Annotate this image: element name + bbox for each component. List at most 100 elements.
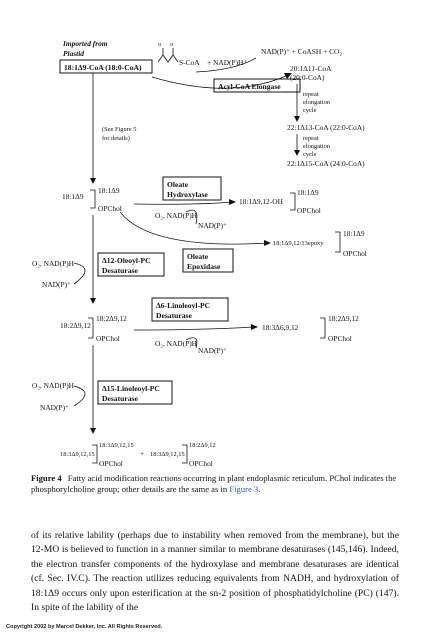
- connector-line: [182, 444, 188, 464]
- d15-box: [97, 380, 173, 405]
- diagram-label: Δ6-Linoleoyl-PC: [156, 301, 210, 310]
- d12-box: [97, 252, 165, 277]
- pathway-diagram: Imported from Plastid 18:1Δ9-CoA (18:0-C…: [32, 39, 367, 468]
- arrow-head: [251, 324, 258, 330]
- epoxy-a: 18:1Δ9,12/13epoxy: [273, 240, 324, 247]
- connector-line: [195, 57, 257, 73]
- figure-3-link[interactable]: Figure 3: [229, 484, 259, 494]
- elong-20: 20:1Δ11-CoA: [290, 64, 332, 73]
- see-figure-2: for details): [102, 135, 130, 142]
- ala-b: 18:3Δ9,12,15: [99, 442, 134, 449]
- arrow-head: [294, 150, 300, 156]
- diagram-label: Δ12-Oleoyl-PC: [102, 256, 151, 265]
- diagram-label: +: [140, 449, 144, 458]
- diagram-label: Oleate: [187, 252, 209, 261]
- imported-label: Imported from: [62, 39, 108, 48]
- diagram-label: repeat: [303, 135, 319, 142]
- opchol-2: OPChol: [297, 206, 321, 215]
- malonyl-structure: [157, 54, 179, 63]
- diagram-label: cycle: [303, 107, 317, 114]
- hydroxylase-box: [162, 176, 222, 201]
- arrow-head: [90, 298, 96, 304]
- figure-caption: Figure 4 Fatty acid modification reactio…: [31, 473, 397, 494]
- body-paragraph: of its relative lability (perhaps due to…: [31, 530, 399, 614]
- connector-line: [290, 192, 296, 211]
- connector-line: [119, 211, 269, 245]
- connector-line: [185, 337, 198, 349]
- see-figure-1: (See Figure 5: [102, 126, 136, 133]
- connector-line: [133, 201, 233, 205]
- diagram-label: Desaturase: [102, 266, 138, 275]
- diagram-label: cycle: [303, 151, 317, 158]
- arrow-head: [264, 240, 271, 246]
- diagram-label: elongation: [303, 99, 331, 106]
- opchol-1: OPChol: [98, 204, 122, 213]
- lin-b: 18:2Δ9,12: [96, 314, 127, 323]
- connector-line: [151, 75, 287, 89]
- opchol-6: OPChol: [99, 459, 123, 468]
- diagram-label: Desaturase: [102, 394, 138, 403]
- arrow-head: [294, 116, 300, 122]
- arrow-head: [90, 178, 96, 184]
- diagram-label: elongation: [303, 143, 331, 150]
- figure-label: Figure 4: [31, 473, 62, 483]
- diagram-label: Desaturase: [156, 311, 192, 320]
- elongase-products: NAD(P)⁺ + CoASH + CO₂: [261, 47, 342, 56]
- epoxy-b: 18:1Δ9: [343, 229, 365, 238]
- diagram-label: Δ15-Linoleoyl-PC: [102, 384, 160, 393]
- epoxidase-box: [182, 248, 234, 273]
- diagram-label: Epoxidase: [187, 262, 221, 271]
- hydroxy-b: 18:1Δ9: [297, 188, 319, 197]
- gla-a: 18:3Δ6,9,12: [262, 323, 299, 332]
- d6-box: [151, 297, 229, 322]
- acyl-coa-start: 18:1Δ9-CoA (18:0-CoA): [64, 63, 142, 72]
- diagram-label: Oleate: [167, 180, 189, 189]
- connector-line: [320, 317, 326, 339]
- opchol-7: OPChol: [189, 459, 213, 468]
- copyright-footer: Copyright 2002 by Marcel Dekker, Inc. Al…: [6, 624, 163, 630]
- connector-line: [73, 385, 86, 407]
- ala-c: 18:3Δ9,12,15: [150, 451, 185, 458]
- opchol-5: OPChol: [328, 334, 352, 343]
- connector-line: [133, 326, 255, 331]
- caption-text: Fatty acid modification reactions occurr…: [31, 473, 397, 494]
- opchol-4: OPChol: [96, 334, 120, 343]
- acyl-coa-start-box: [59, 59, 153, 74]
- o2-nadph-1: O₂, NAD(P)H: [155, 211, 198, 220]
- opchol-3: OPChol: [343, 249, 367, 258]
- connector-line: [73, 262, 86, 285]
- connector-line: [185, 209, 198, 225]
- hydroxy-a: 18:1Δ9,12-OH: [239, 197, 284, 206]
- connector-line: [88, 317, 94, 339]
- scoa-label: S-CoA: [179, 58, 200, 67]
- elongase-box: [213, 78, 301, 93]
- arrow-head: [90, 428, 96, 434]
- pc-181-a: 18:1Δ9: [62, 192, 84, 201]
- diagram-label: repeat: [303, 91, 319, 98]
- elong-24: 22:1Δ15-CoA (24:0-CoA): [287, 159, 365, 168]
- plastid-label: Plastid: [63, 49, 84, 58]
- svg-text:o: o: [158, 41, 161, 48]
- lin-a: 18:2Δ9,12: [60, 321, 91, 330]
- connector-line: [335, 231, 341, 253]
- svg-text:o: o: [170, 41, 173, 48]
- gla-b: 18:2Δ9,12: [328, 314, 359, 323]
- elong-22: 22:1Δ13-CoA (22:0-CoA): [287, 123, 365, 132]
- o2-nadph-3: O₂, NAD(P)H: [155, 339, 198, 348]
- o2-nadph-4: O₂, NAD(P)H: [32, 381, 75, 390]
- diagram-label: Hydroxylase: [167, 190, 208, 199]
- pc-181-b: 18:1Δ9: [98, 186, 120, 195]
- nadp-1: NAD(P)⁺: [198, 221, 227, 230]
- ala-a: 18:3Δ9,12,15: [60, 451, 95, 458]
- ala-d: 18:2Δ9,12: [189, 442, 216, 449]
- arrow-head: [229, 199, 236, 205]
- nadp-2: NAD(P)⁺: [42, 280, 71, 289]
- o2-nadph-2: O₂, NAD(P)H: [32, 259, 75, 268]
- elong-20b: (20:0-CoA): [290, 73, 325, 82]
- connector-line: [92, 444, 98, 464]
- nadph-label: + NAD(P)H⁺: [207, 58, 247, 67]
- arrow-head: [284, 73, 292, 79]
- nadp-4: NAD(P)⁺: [40, 403, 69, 412]
- nadp-3: NAD(P)⁺: [198, 346, 227, 355]
